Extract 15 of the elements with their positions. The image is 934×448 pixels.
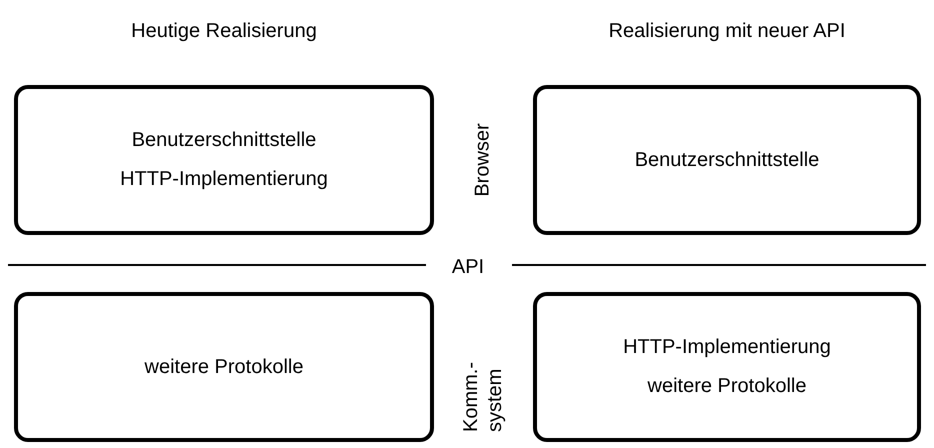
column-heading: Heutige Realisierung — [130, 19, 318, 44]
api-label: API — [450, 255, 486, 280]
layer-label: Komm.- system — [459, 361, 507, 432]
layer-box — [14, 85, 434, 235]
layer-text: HTTP-Implementierung — [623, 335, 831, 360]
layer-label: Browser — [471, 123, 495, 197]
layer-text: Benutzerschnittstelle — [634, 148, 820, 172]
layer-box — [14, 292, 434, 442]
layer-text: HTTP-Implementierung — [120, 167, 328, 192]
column-heading: Realisierung mit neuer API — [608, 19, 846, 44]
layer-text: Benutzerschnittstelle — [132, 128, 316, 153]
layer-text: weitere Protokolle — [144, 354, 304, 380]
layer-box — [533, 292, 921, 442]
layer-box — [533, 85, 921, 235]
layer-text: weitere Protokolle — [648, 374, 806, 399]
